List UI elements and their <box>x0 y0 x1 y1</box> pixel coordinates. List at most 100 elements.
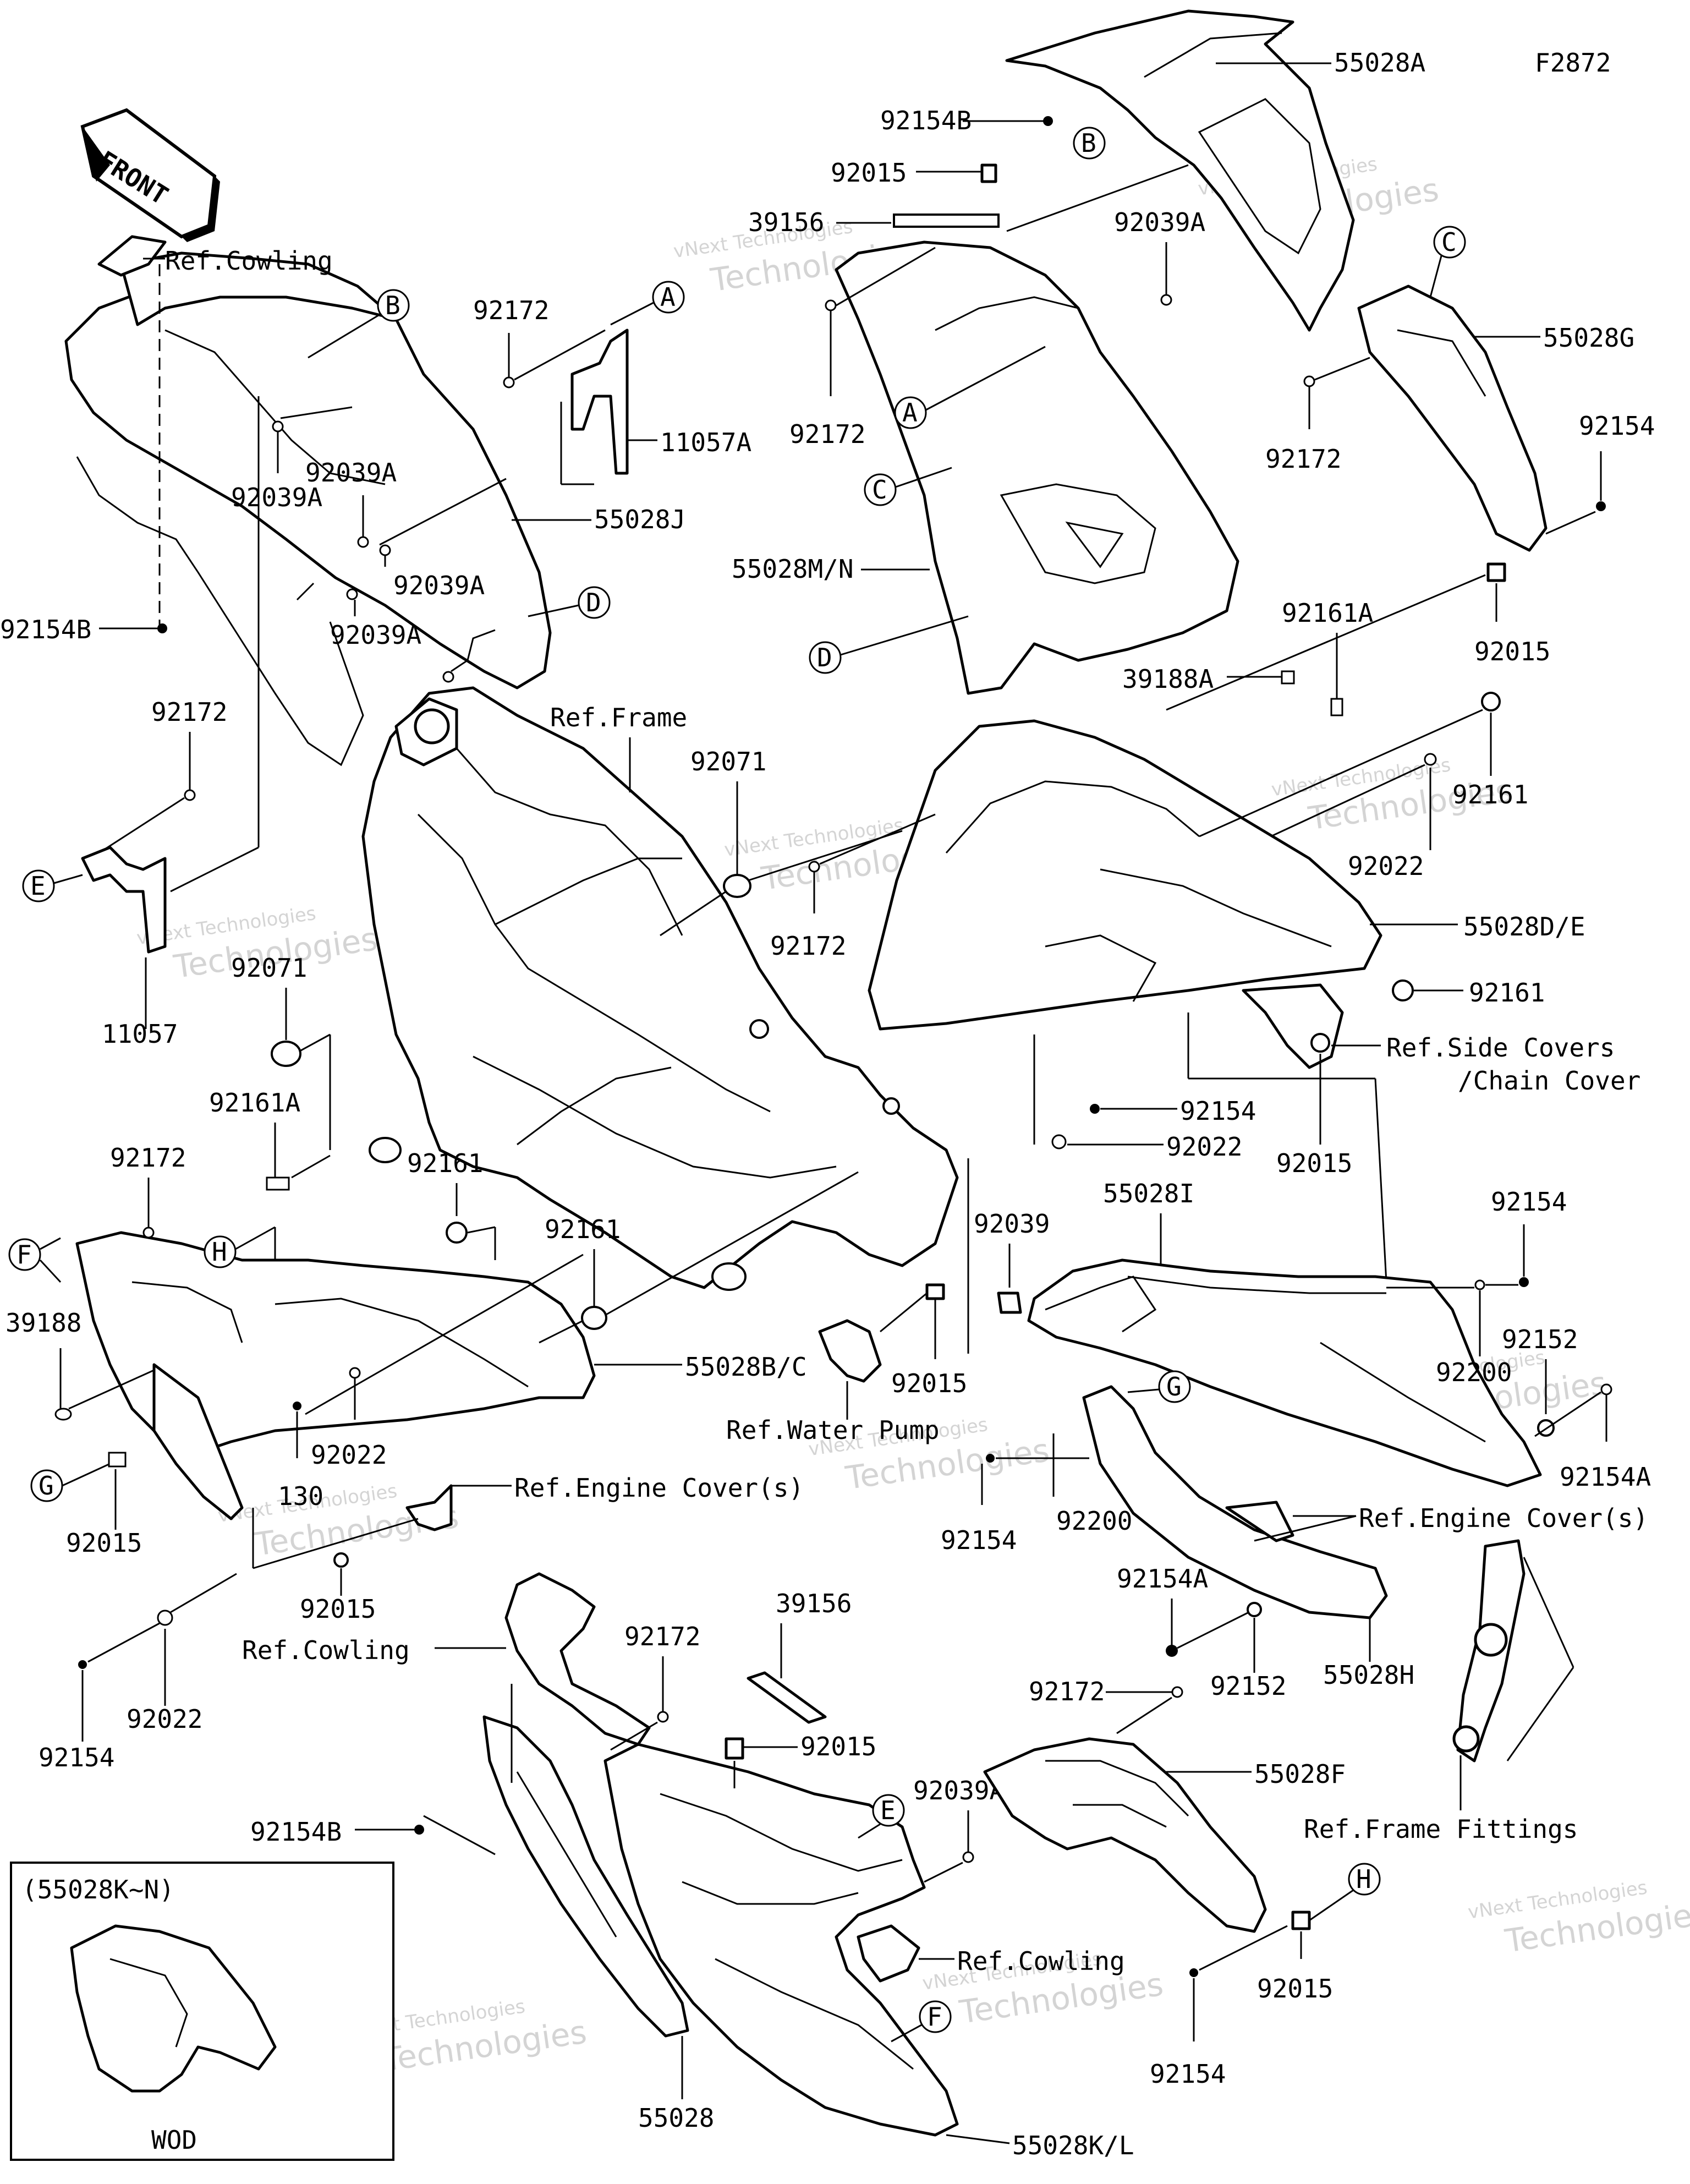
label-92015-l: 92015 <box>66 1528 142 1558</box>
ref-cowling-bl: Ref.Cowling <box>242 1635 410 1665</box>
middle-cowl-55028DE <box>868 719 1382 1031</box>
label-92015-b2: 92015 <box>1257 1974 1333 2004</box>
svg-text:H: H <box>212 1237 227 1267</box>
label-55028I: 55028I <box>1103 1179 1194 1208</box>
svg-text:C: C <box>872 475 887 505</box>
callout-D-left: D <box>578 586 611 619</box>
ref-engine-cover-r: Ref.Engine Cover(s) <box>1359 1503 1648 1533</box>
side-panel-55028F <box>983 1737 1267 1933</box>
ref-engine-cover-l: Ref.Engine Cover(s) <box>514 1473 804 1503</box>
label-55028BC: 55028B/C <box>685 1352 807 1382</box>
callout-A: A <box>894 396 927 429</box>
svg-text:E: E <box>880 1796 896 1825</box>
label-92154-l: 92154 <box>39 1743 114 1772</box>
label-55028F: 55028F <box>1254 1759 1346 1789</box>
label-92161-l: 92161 <box>407 1148 483 1178</box>
label-92022-r: 92022 <box>1348 851 1424 881</box>
ref-water-pump: Ref.Water Pump <box>726 1415 940 1445</box>
ref-side-covers: Ref.Side Covers <box>1386 1033 1615 1063</box>
callout-C: C <box>864 473 897 506</box>
label-92039A-l2: 92039A <box>231 483 322 512</box>
label-92015-l2: 92015 <box>300 1594 376 1624</box>
label-55028H: 55028H <box>1323 1660 1414 1690</box>
ref-cowling-top: Ref.Cowling <box>165 246 333 276</box>
label-11057A: 11057A <box>660 428 751 457</box>
ref-frame: Ref.Frame <box>550 703 687 732</box>
label-39156: 39156 <box>748 207 824 237</box>
label-92200-l: 92200 <box>1056 1506 1132 1536</box>
label-39188: 39188 <box>6 1308 81 1338</box>
label-92172-b2: 92172 <box>1029 1677 1105 1706</box>
callout-F-left: F <box>8 1238 41 1271</box>
ref-cowling-b: Ref.Cowling <box>957 1946 1125 1976</box>
label-92172-f: 92172 <box>110 1143 186 1173</box>
label-92154A-r: 92154A <box>1560 1462 1651 1492</box>
label-92152-r: 92152 <box>1502 1324 1578 1354</box>
upper-cowl-55028A <box>1005 9 1355 332</box>
label-92172-left: 92172 <box>473 295 549 325</box>
label-92015-b: 92015 <box>800 1732 876 1761</box>
label-92152-b: 92152 <box>1210 1671 1286 1701</box>
callout-B-left: B <box>377 289 410 322</box>
label-92161A-r: 92161A <box>1282 598 1373 628</box>
label-55028A: 55028A <box>1334 48 1425 78</box>
svg-text:F: F <box>927 2002 942 2032</box>
label-92154-rl: 92154 <box>941 1525 1017 1555</box>
label-92161A-l: 92161A <box>209 1088 300 1118</box>
figure-code: F2872 <box>1535 48 1611 78</box>
label-92154B-left: 92154B <box>0 615 91 644</box>
ref-chain-cover: /Chain Cover <box>1458 1066 1640 1096</box>
lower-rail-55028H <box>1082 1385 1388 1619</box>
svg-text:E: E <box>30 871 46 901</box>
label-92039A-l1: 92039A <box>305 458 397 488</box>
label-92161-r2: 92161 <box>1469 978 1545 1008</box>
label-92039A-l3: 92039A <box>393 571 485 600</box>
svg-text:C: C <box>1441 227 1457 257</box>
frame-fittings <box>1452 1539 1526 1762</box>
label-92154A-b: 92154A <box>1117 1564 1208 1594</box>
label-55028MN: 55028M/N <box>732 554 854 584</box>
lower-right-cowl-55028I <box>1027 1258 1542 1487</box>
label-92200-r: 92200 <box>1436 1358 1512 1387</box>
label-55028KL: 55028K/L <box>1012 2131 1134 2160</box>
label-55028DE: 55028D/E <box>1463 912 1585 942</box>
callout-B: B <box>1073 127 1106 160</box>
ref-frame-fittings: Ref.Frame Fittings <box>1304 1814 1578 1844</box>
callout-E-left: E <box>22 869 55 902</box>
callout-F-bottom: F <box>919 2000 952 2033</box>
inner-panel-55028G <box>1357 284 1548 552</box>
label-92161-l2: 92161 <box>545 1214 621 1244</box>
lower-cowl-55028 <box>482 1572 689 2038</box>
svg-text:H: H <box>1356 1864 1371 1894</box>
svg-text:A: A <box>902 398 918 428</box>
label-92039A-l4: 92039A <box>330 620 421 650</box>
svg-text:G: G <box>1166 1372 1182 1402</box>
lower-left-cowl-55028BC <box>75 1231 596 1520</box>
label-55028: 55028 <box>638 2103 714 2133</box>
label-92022-mid: 92022 <box>1166 1132 1242 1162</box>
label-130: 130 <box>278 1481 323 1511</box>
lower-cowl-55028KL <box>603 1743 959 2137</box>
label-92154B-b: 92154B <box>250 1817 342 1847</box>
label-39156-b: 39156 <box>776 1589 852 1618</box>
label-92071-b: 92071 <box>231 953 307 983</box>
svg-text:B: B <box>385 291 400 320</box>
label-92161-r: 92161 <box>1452 780 1528 809</box>
label-92015-wp: 92015 <box>891 1369 967 1398</box>
label-92154-b: 92154 <box>1150 2059 1226 2089</box>
label-92015: 92015 <box>831 158 907 188</box>
label-92172-e: 92172 <box>151 697 227 727</box>
svg-text:A: A <box>660 282 676 312</box>
label-92071-a: 92071 <box>690 747 766 776</box>
svg-text:D: D <box>586 588 601 617</box>
label-55028J: 55028J <box>594 505 685 534</box>
label-55028G: 55028G <box>1543 323 1634 353</box>
callout-H-left: H <box>204 1235 237 1268</box>
callout-E-bottom: E <box>872 1794 905 1827</box>
svg-text:F: F <box>17 1240 32 1269</box>
inner-cowl-55028MN <box>835 240 1239 695</box>
svg-text:D: D <box>817 643 832 672</box>
label-92022-l2: 92022 <box>127 1704 202 1734</box>
